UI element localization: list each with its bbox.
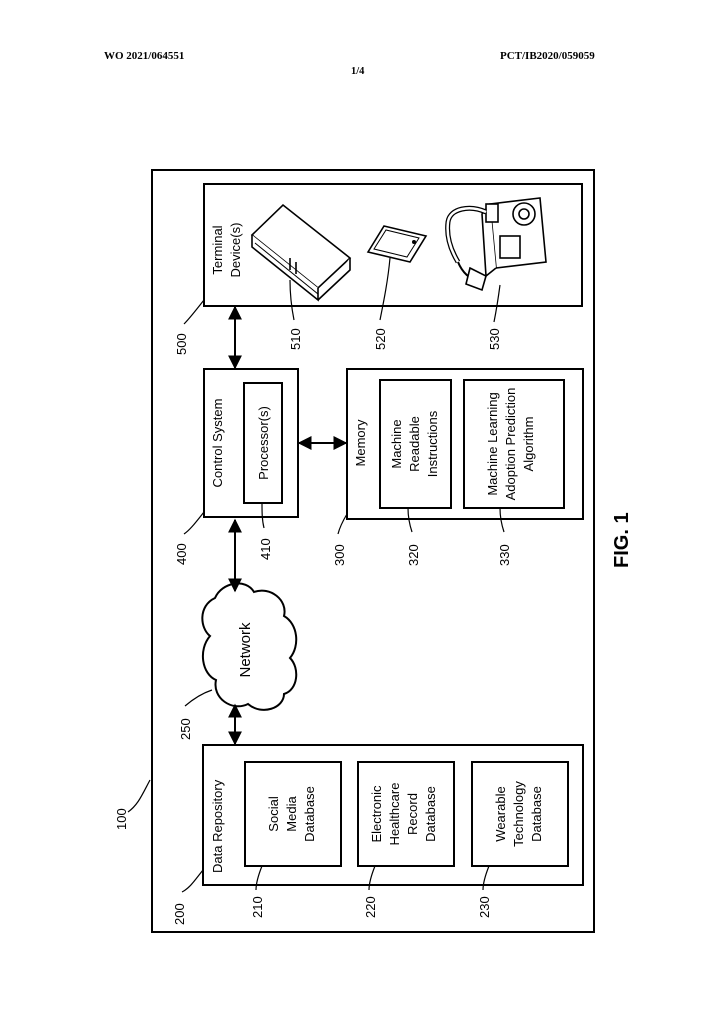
data-repository-ref: 200 (172, 903, 187, 925)
ehr-db-line2: Healthcare (387, 783, 402, 846)
wearable-db-ref: 230 (477, 896, 492, 918)
ehr-db-ref: 220 (363, 896, 378, 918)
terminal-devices-title-line1: Terminal (210, 225, 225, 274)
respiratory-therapy-device-icon (448, 198, 546, 290)
processor-ref: 410 (258, 538, 273, 560)
network-ref: 250 (178, 718, 193, 740)
wearable-db-line2: Technology (511, 781, 526, 847)
ml-algorithm-line2: Adoption Prediction (503, 388, 518, 501)
system-leader (128, 780, 150, 812)
social-media-db-line3: Database (302, 786, 317, 842)
machine-readable-line3: Instructions (425, 410, 440, 477)
therapy-device-ref: 530 (487, 328, 502, 350)
ehr-db-leader (369, 866, 375, 890)
control-system-ref: 400 (174, 543, 189, 565)
memory-leader (338, 514, 347, 534)
processor-label: Processor(s) (256, 406, 271, 480)
server-ref: 510 (288, 328, 303, 350)
control-system-leader (184, 512, 204, 534)
social-db-ref: 210 (250, 896, 265, 918)
machine-readable-line1: Machine (389, 419, 404, 468)
control-system-title: Control System (210, 399, 225, 488)
therapy-device-leader (494, 285, 500, 322)
wearable-db-line3: Database (529, 786, 544, 842)
ml-algorithm-ref: 330 (497, 544, 512, 566)
social-db-leader (256, 866, 262, 890)
system-ref: 100 (114, 808, 129, 830)
smartphone-leader (380, 258, 390, 320)
server-leader (290, 280, 294, 320)
ehr-db-line4: Database (423, 786, 438, 842)
wearable-db-line1: Wearable (493, 786, 508, 841)
data-repository-title: Data Repository (210, 779, 225, 873)
server-tower-icon (252, 205, 350, 300)
processor-leader (262, 503, 264, 528)
ehr-db-line1: Electronic (369, 785, 384, 843)
smartphone-ref: 520 (373, 328, 388, 350)
smartphone-icon (368, 226, 426, 262)
memory-ref: 300 (332, 544, 347, 566)
memory-title: Memory (353, 419, 368, 466)
wearable-db-leader (483, 866, 489, 890)
ml-algorithm-line1: Machine Learning (485, 392, 500, 495)
network-label: Network (237, 622, 254, 678)
data-repository-leader (182, 870, 203, 892)
terminal-devices-title-line2: Device(s) (228, 223, 243, 278)
ml-algorithm-line3: Algorithm (521, 417, 536, 472)
network-leader (185, 690, 212, 706)
terminal-devices-leader (184, 300, 204, 324)
figure-caption: FIG. 1 (611, 512, 633, 568)
machine-readable-ref: 320 (406, 544, 421, 566)
social-media-db-line2: Media (284, 796, 299, 832)
terminal-devices-ref: 500 (174, 333, 189, 355)
machine-readable-line2: Readable (407, 416, 422, 472)
ehr-db-line3: Record (405, 793, 420, 835)
social-media-db-line1: Social (266, 796, 281, 832)
